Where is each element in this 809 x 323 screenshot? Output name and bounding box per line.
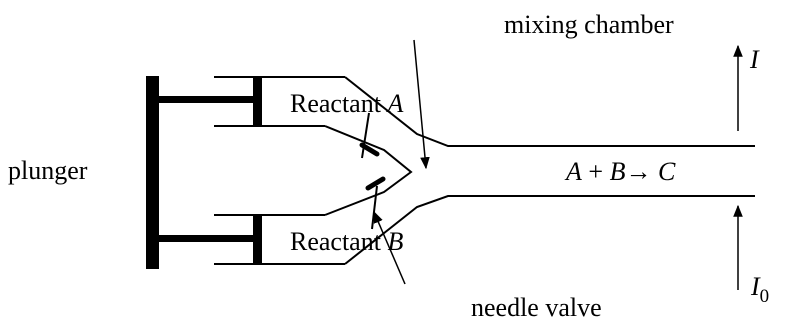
plunger-rod-a xyxy=(158,96,254,103)
reaction-arrow: → xyxy=(625,157,651,186)
reaction-c: C xyxy=(651,157,676,186)
reaction-a: A xyxy=(564,157,582,186)
needle-valve-label: needle valve xyxy=(471,293,602,322)
pointer-arrows xyxy=(373,39,743,290)
reaction-b: B xyxy=(610,157,626,186)
plunger-label: plunger xyxy=(8,156,88,185)
mixing-chamber-pointer xyxy=(413,39,430,170)
piston-a xyxy=(253,77,262,126)
reactant-a-text: Reactant xyxy=(290,89,387,118)
reactant-b-text: Reactant xyxy=(290,227,387,256)
reaction-plus: + xyxy=(582,157,610,186)
incident-intensity-label: I0 xyxy=(750,272,769,307)
reactant-a-var: A xyxy=(385,89,403,118)
reactant-a-label: Reactant A xyxy=(290,89,403,118)
needle-valve-stem-a xyxy=(361,112,370,159)
plunger-assembly xyxy=(146,76,262,269)
needle-valve-tip-b xyxy=(365,176,386,191)
needle-valve-stem-b xyxy=(371,185,378,230)
reactant-b-label: Reactant B xyxy=(290,227,403,256)
transmitted-intensity-label: I xyxy=(749,45,760,74)
reaction-equation: A + B→ C xyxy=(564,157,676,186)
needle-valve-tip-a xyxy=(359,142,380,157)
needle-valves xyxy=(359,112,386,230)
plunger-bar xyxy=(146,76,159,269)
plunger-rod-b xyxy=(158,235,254,242)
piston-b xyxy=(253,215,262,264)
needle-valve-pointer xyxy=(373,210,406,285)
incident-intensity-var: I xyxy=(750,272,761,301)
incident-intensity-sub: 0 xyxy=(760,286,770,307)
reactant-b-var: B xyxy=(387,227,403,256)
mixing-chamber-label: mixing chamber xyxy=(504,10,674,39)
